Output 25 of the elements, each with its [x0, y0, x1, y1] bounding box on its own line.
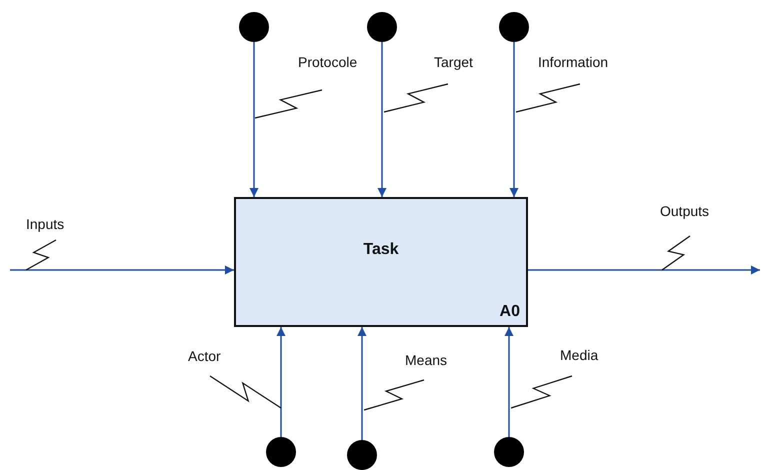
- arrow: [358, 327, 366, 440]
- circle-node: [239, 12, 269, 42]
- circle-node: [347, 440, 377, 470]
- edge-label: Information: [538, 54, 608, 70]
- arrow: [250, 42, 258, 197]
- edge-label: Protocole: [298, 54, 358, 70]
- box-title: Task: [363, 241, 399, 259]
- circle-node: [494, 437, 524, 467]
- edge-label: Target: [434, 54, 473, 70]
- edge-label: Inputs: [26, 216, 64, 232]
- arrow: [504, 327, 514, 437]
- edge-label: Means: [405, 352, 448, 368]
- arrow: [378, 42, 386, 197]
- arrow: [528, 266, 760, 274]
- process-box: [234, 197, 528, 327]
- circle-node: [499, 12, 529, 42]
- arrow: [276, 327, 286, 437]
- edge-label: Media: [560, 347, 598, 363]
- arrow: [510, 42, 518, 197]
- circle-node: [266, 437, 296, 467]
- edge-label: Outputs: [660, 203, 710, 219]
- edge-label: Actor: [188, 348, 221, 364]
- arrow: [10, 266, 234, 274]
- circle-node: [367, 12, 397, 42]
- node-number: A0: [500, 303, 520, 321]
